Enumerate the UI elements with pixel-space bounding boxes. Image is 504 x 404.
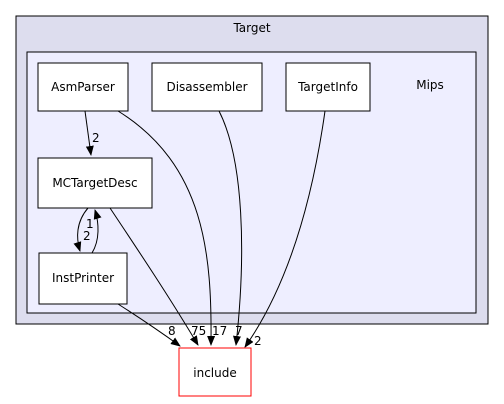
node-include[interactable]: include	[178, 347, 252, 397]
node-label: AsmParser	[51, 80, 115, 94]
edge-instprinter-mctargetdesc[interactable]: 1	[86, 209, 102, 254]
edge-mctargetdesc-instprinter[interactable]: 2	[73, 207, 91, 252]
node-label: include	[193, 366, 236, 380]
edge-label: 8	[168, 324, 176, 338]
node-instprinter[interactable]: InstPrinter	[38, 252, 128, 305]
edge-instprinter-include[interactable]: 8	[117, 303, 181, 347]
edge-disassembler-include[interactable]: 7	[218, 110, 243, 346]
edge-label: 2	[83, 229, 91, 243]
edge-label: 2	[254, 334, 262, 348]
edge-label: 2	[92, 131, 100, 145]
node-label: InstPrinter	[52, 271, 114, 285]
node-label: MCTargetDesc	[52, 176, 137, 190]
node-mctargetdesc[interactable]: MCTargetDesc	[37, 157, 153, 209]
node-label: TargetInfo	[297, 80, 358, 94]
edge-mctargetdesc-include[interactable]: 75	[109, 207, 206, 346]
node-asmparser[interactable]: AsmParser	[37, 62, 129, 112]
edge-asmparser-include[interactable]: 17	[117, 110, 227, 346]
edge-label: 1	[86, 217, 94, 231]
edge-targetinfo-include[interactable]: 2	[244, 110, 326, 348]
edge-label: 17	[212, 324, 227, 338]
edge-asmparser-mctargetdesc[interactable]: 2	[84, 110, 100, 156]
cluster-mips-label: Mips	[416, 78, 444, 92]
node-label: Disassembler	[166, 80, 247, 94]
node-disassembler[interactable]: Disassembler	[151, 62, 263, 112]
edge-label: 7	[235, 324, 243, 338]
cluster-target-label: Target	[232, 21, 270, 35]
edge-label: 75	[191, 324, 206, 338]
node-targetinfo[interactable]: TargetInfo	[285, 62, 371, 112]
